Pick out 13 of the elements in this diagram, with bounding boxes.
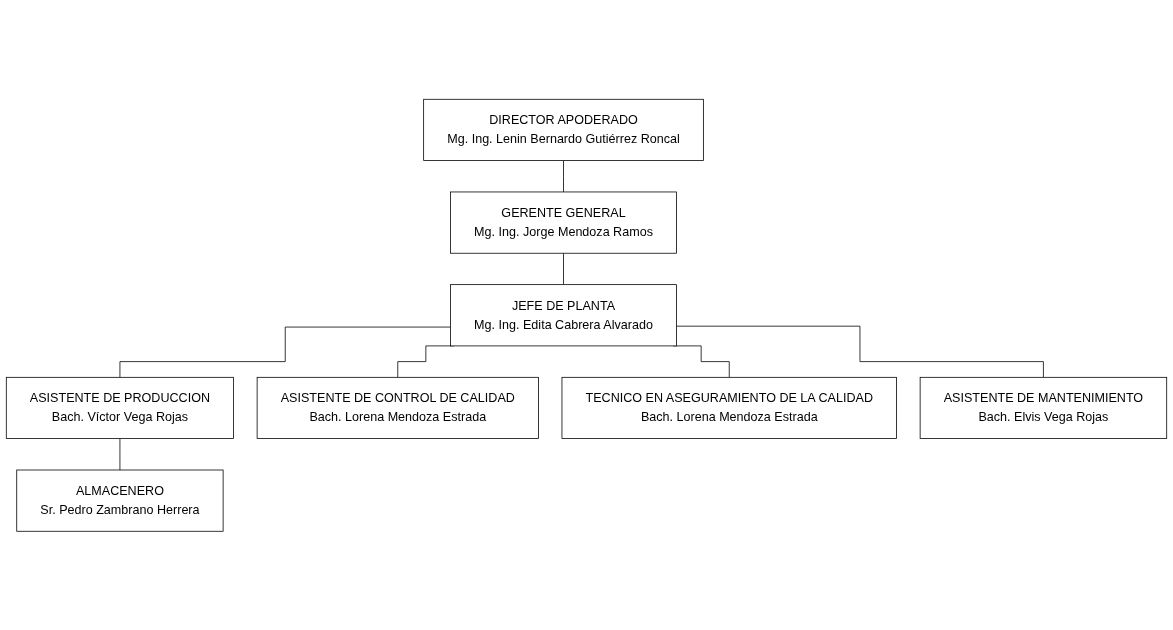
connector — [676, 325, 1044, 378]
node-box: ALMACENERO Sr. Pedro Zambrano Herrera — [16, 469, 224, 532]
node-box: TECNICO EN ASEGURAMIENTO DE LA CALIDAD Bach. Lorena Mendoza Estrada — [561, 376, 897, 439]
connector — [119, 437, 121, 471]
node-box: JEFE DE PLANTA Mg. Ing. Edita Cabrera Alvarado — [450, 283, 677, 346]
node-box: GERENTE GENERAL Mg. Ing. Jorge Mendoza Ramos — [450, 191, 677, 254]
node-box: DIRECTOR APODERADO Mg. Ing. Lenin Bernardo Gutiérrez Roncal — [423, 98, 704, 161]
connector — [563, 252, 564, 285]
node-box: ASISTENTE DE MANTENIMIENTO Bach. Elvis Vega Rojas — [919, 376, 1168, 439]
node-box: ASISTENTE DE PRODUCCION Bach. Víctor Vega Rojas — [5, 376, 234, 439]
connector — [119, 326, 451, 378]
node-box: ASISTENTE DE CONTROL DE CALIDAD Bach. Lorena Mendoza Estrada — [256, 376, 539, 439]
connector — [563, 159, 564, 193]
